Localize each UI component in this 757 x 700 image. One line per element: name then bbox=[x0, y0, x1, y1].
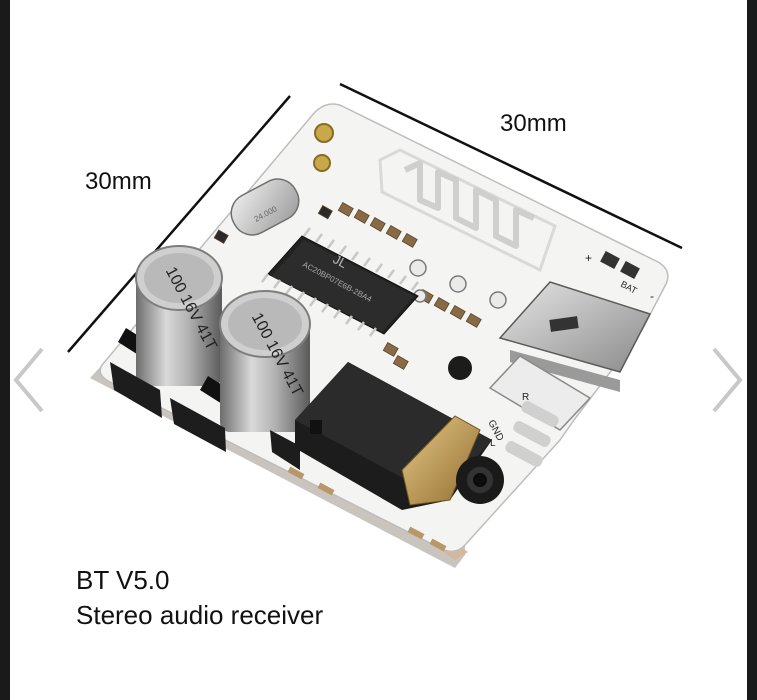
pad-label-minus: - bbox=[650, 289, 654, 303]
chevron-left-icon bbox=[13, 347, 44, 413]
width-dimension-label: 30mm bbox=[85, 168, 152, 195]
capacitor-2: 100 16V 41T bbox=[200, 290, 311, 432]
chevron-right-icon bbox=[712, 347, 743, 413]
dimension-line-right bbox=[339, 82, 683, 250]
product-image: 24.000 bbox=[67, 82, 683, 568]
audio-jack bbox=[295, 362, 504, 510]
main-chip: JL AC20BP07E6B-2BA4 bbox=[261, 227, 419, 337]
pad-label-left: L bbox=[490, 438, 496, 449]
capacitor-1: 100 16V 41T bbox=[118, 245, 223, 386]
pad-label-plus: + bbox=[585, 251, 592, 265]
caption-subtitle: Stereo audio receiver bbox=[76, 600, 324, 630]
previous-image-button[interactable] bbox=[12, 345, 46, 415]
chip-logo: JL bbox=[331, 251, 350, 271]
pad-label-right: R bbox=[522, 392, 529, 403]
antenna-trace bbox=[378, 148, 557, 273]
crystal-oscillator: 24.000 bbox=[230, 178, 300, 236]
micro-usb-port bbox=[498, 281, 652, 392]
dimension-line-left bbox=[67, 95, 291, 353]
caption-title: BT V5.0 bbox=[76, 565, 170, 595]
image-viewer: 24.000 bbox=[10, 0, 747, 700]
depth-dimension-label: 30mm bbox=[500, 110, 567, 137]
next-image-button[interactable] bbox=[710, 345, 744, 415]
